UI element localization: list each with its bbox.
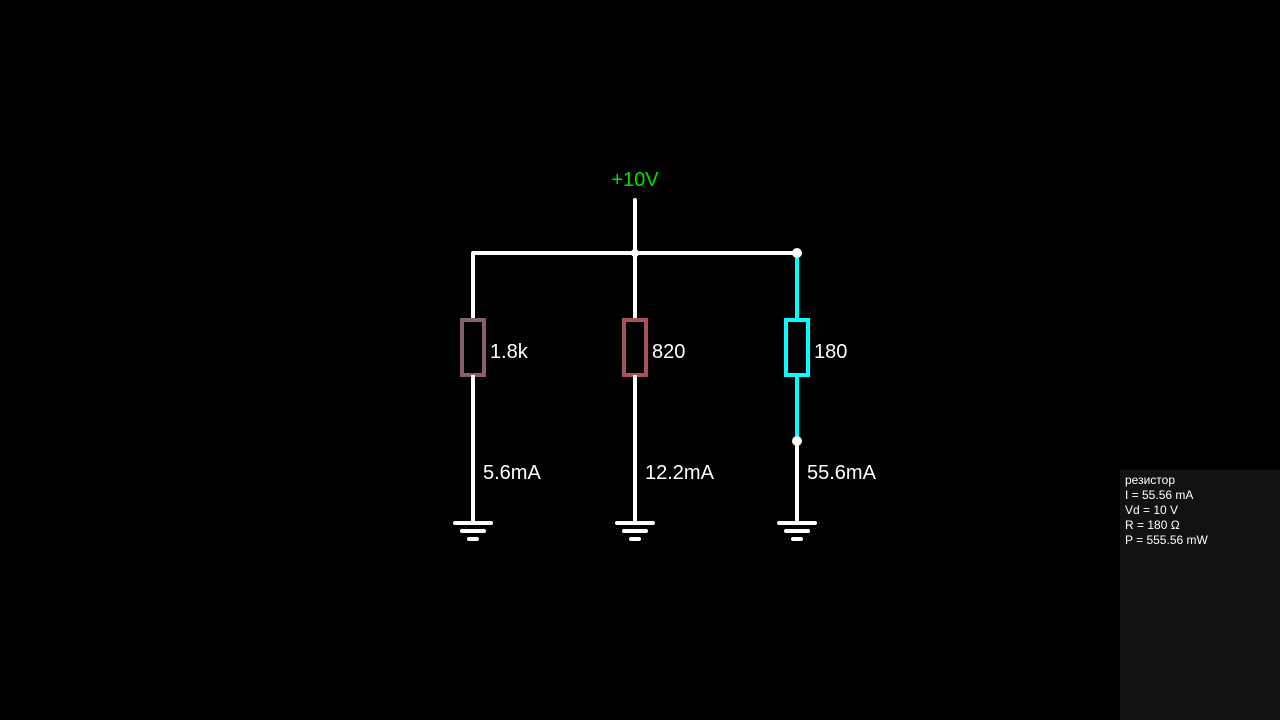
branch-2-resistance-label: 820 bbox=[652, 341, 685, 363]
info-resistance: R = 180 Ω bbox=[1125, 518, 1180, 532]
branch-1-resistance-label: 1.8k bbox=[490, 341, 529, 363]
info-power: P = 555.56 mW bbox=[1125, 533, 1208, 547]
branch-2-resistor[interactable] bbox=[622, 318, 648, 377]
branch-3-resistor[interactable] bbox=[784, 318, 810, 377]
branch-3-resistance-label: 180 bbox=[814, 341, 847, 363]
branch-1-current-label: 5.6mA bbox=[483, 462, 541, 484]
branch-3-top-node-dot[interactable] bbox=[792, 248, 802, 258]
supply-voltage-label: +10V bbox=[611, 169, 659, 191]
component-info-panel: резистор I = 55.56 mA Vd = 10 V R = 180 … bbox=[1120, 470, 1280, 720]
branch-3-bottom-node-dot[interactable] bbox=[792, 436, 802, 446]
supply-junction-dot bbox=[631, 249, 639, 257]
branch-2-current-label: 12.2mA bbox=[645, 462, 715, 484]
info-voltage-drop: Vd = 10 V bbox=[1125, 503, 1179, 517]
info-component-type: резистор bbox=[1125, 473, 1175, 487]
branch-3-current-label: 55.6mA bbox=[807, 462, 877, 484]
branch-1-resistor[interactable] bbox=[460, 318, 486, 377]
info-current: I = 55.56 mA bbox=[1125, 488, 1194, 502]
branches-group: 1.8k 5.6mA 820 12.2mA 180 55.6mA bbox=[453, 248, 877, 541]
